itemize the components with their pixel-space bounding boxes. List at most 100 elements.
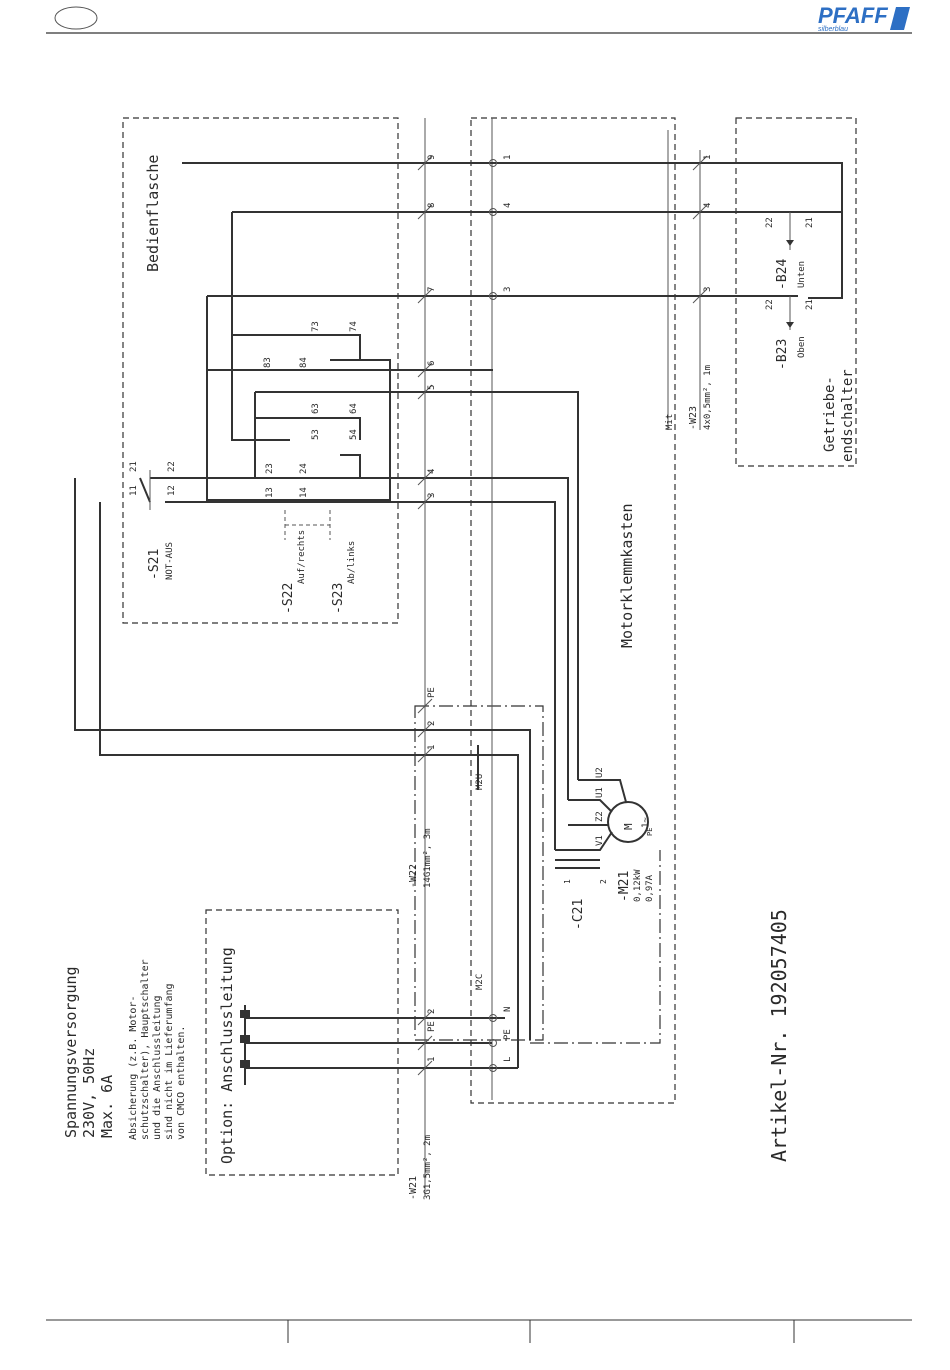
option-title: Option: Anschlussleitung	[218, 947, 236, 1164]
power-note-2: schutzschalter), Hauptschalter	[140, 959, 151, 1140]
x20u-label: M2U	[475, 774, 485, 790]
contact-83: 83	[263, 357, 273, 368]
w21-number-1: 1	[427, 1057, 437, 1062]
motor-box-title: Motorklemmkasten	[618, 504, 636, 649]
b23-desc: Oben	[797, 336, 807, 358]
w22-number-9: 9	[427, 155, 437, 160]
b23-label: -B23	[775, 339, 790, 370]
power-title: Spannungsversorgung	[62, 966, 80, 1138]
w23-spec: 4x0,5mm², 1m	[703, 365, 713, 430]
w21-spec: 3G1,5mm², 2m	[423, 1135, 433, 1200]
u2-label: U2	[595, 767, 605, 778]
bus-ticks	[417, 155, 708, 1076]
logo-sub: silberblau	[818, 26, 848, 33]
contact-64: 64	[349, 403, 359, 414]
b24-desc: Unten	[797, 261, 807, 288]
language-marker	[54, 6, 98, 30]
w22-number-4: 4	[427, 469, 437, 474]
w23-number-1: 1	[703, 155, 713, 160]
footer-table	[46, 1319, 912, 1343]
power-max: Max. 6A	[98, 1075, 116, 1138]
b24-contact-21: 21	[805, 217, 815, 228]
motor-m21: M 1~	[555, 779, 651, 851]
contact-74: 74	[349, 321, 359, 332]
s23-desc: Ab/links	[347, 541, 357, 584]
plug-icon	[240, 1005, 250, 1085]
motor-box	[470, 117, 676, 1104]
w22-number-6: 6	[427, 361, 437, 366]
s22-desc: Auf/rechts	[297, 530, 307, 584]
c21-label: -C21	[571, 899, 586, 930]
rotated-labels: Bedienflasche Motorklemmkasten Getriebe-…	[62, 155, 856, 1200]
cap-pin-2: 2	[599, 879, 608, 884]
limit-switches	[786, 212, 794, 330]
w22-number-8: 8	[427, 203, 437, 208]
m21-current: 0,97A	[645, 874, 655, 902]
w23-label: -W23	[688, 406, 699, 430]
terminal-number-1: 1	[503, 155, 513, 160]
contact-22: 22	[167, 461, 177, 472]
terminal-points	[489, 159, 497, 1072]
s21-desc: NOT-AUS	[165, 542, 175, 580]
contact-54: 54	[349, 429, 359, 440]
power-voltage: 230V, 50Hz	[80, 1048, 98, 1138]
pe-supply-label: PE	[427, 1021, 437, 1032]
contact-24: 24	[299, 463, 309, 474]
supply-wires	[245, 1017, 518, 1069]
pe-terminal-label: PE	[427, 687, 437, 698]
b24-contact-22: 22	[765, 217, 775, 228]
w22-spec: 14G1mm², 3m	[423, 828, 433, 888]
capacitor-c21	[555, 859, 600, 869]
contact-13: 13	[265, 487, 275, 498]
b24-label: -B24	[775, 259, 790, 290]
control-panel-title: Bedienflasche	[144, 155, 162, 272]
w21-label: -W21	[408, 1176, 419, 1200]
z2-label: Z2	[595, 811, 605, 822]
power-note-5: von CMCO enthalten.	[176, 1026, 187, 1140]
w23-number-3: 3	[703, 287, 713, 292]
contact-63: 63	[311, 403, 321, 414]
w22-number-3: 3	[427, 493, 437, 498]
article-number: Artikel-Nr. 192057405	[767, 909, 791, 1162]
limit-switch-title-1: Getriebe-	[822, 376, 838, 452]
s21-label: -S21	[147, 549, 162, 580]
contact-12: 12	[167, 485, 177, 496]
pfaff-logo: PFAFF silberblau	[818, 3, 910, 33]
motor-pe-label: PE	[646, 828, 654, 836]
m21-power: 0,12kW	[633, 869, 643, 902]
m21-label: -M21	[617, 871, 632, 902]
s23-label: -S23	[331, 583, 346, 614]
logo-brand: PFAFF	[818, 3, 888, 28]
switch-s22-s23-link	[284, 510, 331, 540]
b23-contact-21: 21	[805, 299, 815, 310]
limit-switch-box	[735, 117, 857, 467]
terminal-box-dashdot	[414, 705, 544, 1041]
s22-label: -S22	[281, 583, 296, 614]
power-note-4: sind nicht im Lieferumfang	[164, 983, 175, 1140]
w23-number-4: 4	[703, 203, 713, 208]
x20c-label: M2C	[475, 974, 485, 990]
motor-phase-label: 1~	[641, 817, 651, 828]
motor-symbol-label: M	[622, 823, 635, 830]
w22-number-1: 1	[427, 745, 437, 750]
switch-s21	[139, 470, 151, 510]
contact-73: 73	[311, 321, 321, 332]
terminal-number-3: 3	[503, 287, 513, 292]
contact-14: 14	[299, 487, 309, 498]
pe-dashdot-line	[530, 850, 661, 1044]
w22-number-2: 2	[427, 721, 437, 726]
w22-label: -W22	[408, 864, 419, 888]
control-wires	[74, 162, 843, 1068]
l-label: L	[503, 1057, 513, 1062]
terminal-number-4: 4	[503, 203, 513, 208]
limit-switch-title-2: endschalter	[840, 369, 856, 462]
contact-21: 21	[129, 461, 139, 472]
b23-contact-22: 22	[765, 299, 775, 310]
contact-23: 23	[265, 463, 275, 474]
cap-pin-1: 1	[563, 879, 572, 884]
power-note-1: Absicherung (z.B. Motor-	[128, 996, 139, 1141]
w22-number-5: 5	[427, 385, 437, 390]
w21-number-2: 2	[427, 1009, 437, 1014]
u1-label: U1	[595, 787, 605, 798]
